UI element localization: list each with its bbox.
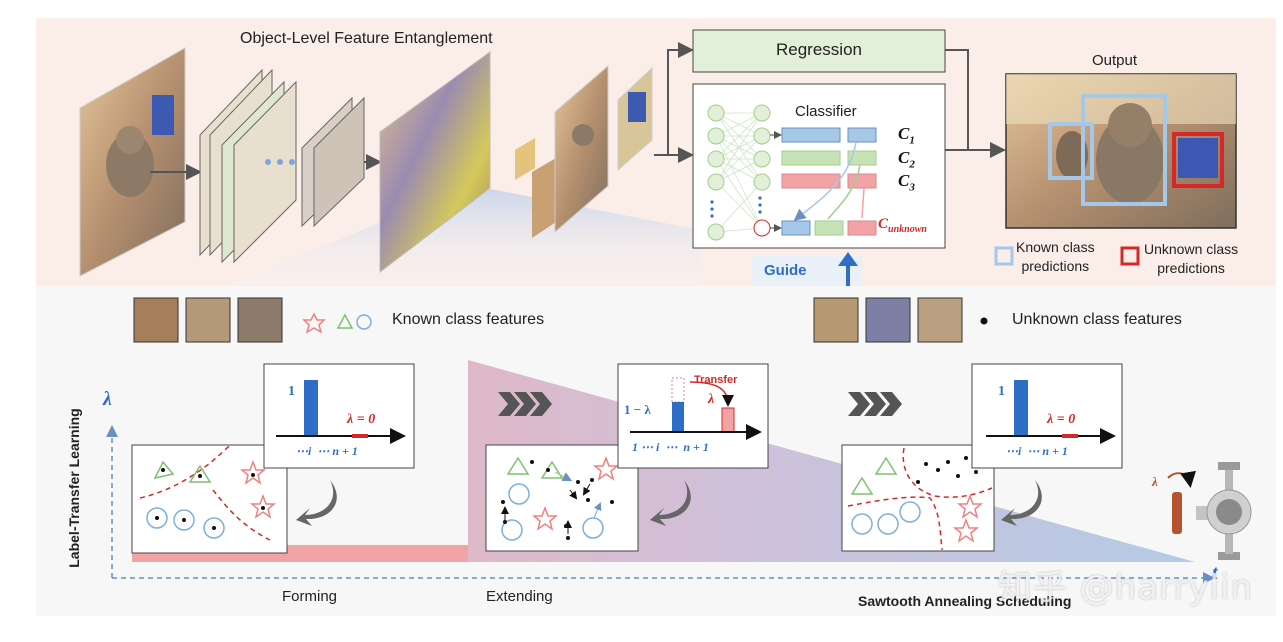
knob-lambda-label: λ	[1152, 474, 1158, 489]
unknown-features-label: Unknown class features	[1012, 311, 1182, 328]
circle-marker-icon	[356, 314, 372, 330]
dot-marker-icon	[980, 317, 988, 325]
known-feature-patches	[133, 297, 283, 343]
chevrons-1	[498, 392, 552, 416]
feature-space-annealing	[841, 444, 995, 552]
entanglement-title: Object-Level Feature Entanglement	[240, 30, 493, 47]
hist3-one: 1	[998, 384, 1005, 399]
feature-space-extending	[485, 444, 639, 552]
chevrons-2	[848, 392, 902, 416]
histogram-forming	[263, 363, 415, 469]
hist2-axis: 1 ⋯ i ⋯ n + 1	[632, 440, 709, 454]
hist1-lambda-zero: λ = 0	[347, 412, 376, 427]
hist2-lambda: λ	[708, 392, 715, 407]
projection-shade	[230, 185, 700, 285]
output-label: Output	[1092, 52, 1138, 69]
curved-arrow-2	[650, 480, 691, 526]
lambda-axis-label: λ	[103, 388, 112, 410]
backbone-layers	[199, 68, 365, 264]
unknown-box	[1172, 132, 1224, 188]
hist1-axis: ⋯i ⋯ n + 1	[296, 444, 358, 458]
hist2-one-minus: 1 − λ	[624, 402, 651, 417]
hist2-transfer: Transfer	[694, 374, 738, 386]
hist3-axis: ⋯i ⋯ n + 1	[1006, 444, 1068, 458]
watermark: 知乎 @harrylin	[997, 568, 1253, 608]
class-c2-label: C2	[898, 148, 915, 171]
output-image	[1005, 73, 1237, 229]
regression-box	[692, 29, 946, 73]
lambda-knob-icon	[1167, 462, 1252, 560]
class-c3-label: C3	[898, 171, 915, 194]
hist3-lambda-zero: λ = 0	[1047, 412, 1076, 427]
unknown-feature-patches	[813, 297, 963, 343]
legend-unknown-swatch	[1120, 246, 1140, 266]
regression-label: Regression	[776, 40, 862, 59]
input-image	[79, 47, 186, 277]
roi-features	[532, 64, 653, 238]
guide-arrow-icon	[838, 252, 858, 286]
guide-label: Guide	[764, 262, 807, 279]
class-score-bars	[770, 127, 877, 236]
legend-known-swatch	[994, 246, 1014, 266]
class-c1-label: C1	[898, 124, 915, 147]
histogram-extending	[617, 363, 769, 469]
time-axis-label: t	[1212, 562, 1218, 584]
feature-space-forming	[131, 444, 288, 554]
known-box-kitten	[1048, 122, 1094, 180]
entangled-feature-map	[379, 51, 535, 274]
classifier-label: Classifier	[795, 103, 857, 120]
stage-extending: Extending	[486, 588, 553, 605]
class-unknown-label: Cunknown	[878, 216, 927, 235]
known-features-label: Known class features	[392, 311, 545, 328]
classifier-nodes	[707, 104, 771, 241]
stage-sawtooth: Sawtooth Annealing Scheduling	[858, 593, 1072, 609]
triangle-marker-icon	[336, 313, 354, 329]
arrow-regression-output	[945, 49, 982, 151]
curved-arrow-1	[296, 480, 337, 526]
known-box-cat	[1081, 94, 1167, 206]
arrow-to-regression	[654, 42, 694, 156]
curved-arrow-3	[1001, 480, 1042, 526]
y-axis-title: Label-Transfer Learning	[66, 408, 82, 568]
classifier-network	[715, 112, 763, 233]
histogram-annealing	[971, 363, 1123, 469]
hist1-one: 1	[288, 384, 295, 399]
stage-forming: Forming	[282, 588, 338, 605]
star-marker-icon	[302, 312, 326, 334]
